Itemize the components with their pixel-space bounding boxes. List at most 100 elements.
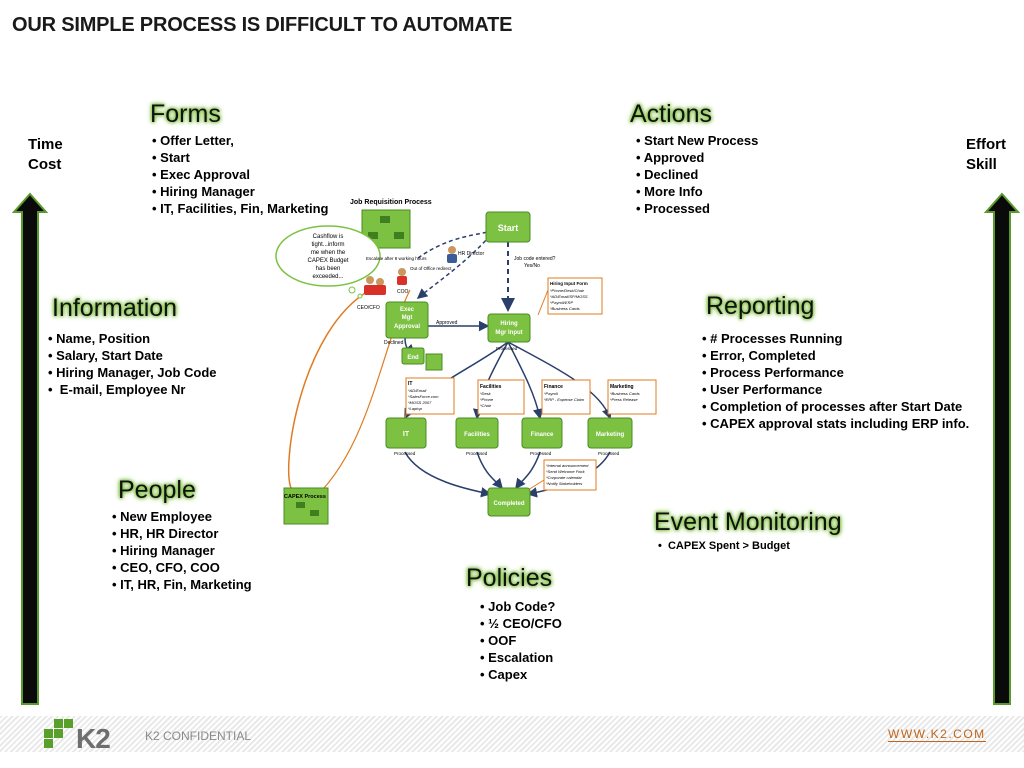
it-node: IT [385,417,427,449]
box-item: *Chair [480,403,492,408]
list-item: ½ CEO/CFO [480,615,562,632]
hr-director-label: HR Director [458,251,484,257]
escalate-label: Escalate after 8 working hours [366,256,427,261]
forms-list: Offer Letter, Start Exec Approval Hiring… [152,132,329,217]
list-item: CAPEX approval stats including ERP info. [702,415,969,432]
approved-label: Approved [436,320,458,326]
effort-skill-label: Effort Skill [966,135,1006,175]
hiring-form-box: Hiring Input Form *Phone/Desk/Chair *AD/… [547,277,603,315]
end-label: End [407,355,419,361]
list-item: Job Code? [480,598,562,615]
exec-approval-node: Exec Mgt Approval [385,301,429,339]
information-list: Name, Position Salary, Start Date Hiring… [48,330,217,398]
event-monitoring-heading: Event Monitoring [654,508,842,536]
cloud-text: exceeded... [312,274,343,280]
flow-arrow [507,341,544,420]
list-item: HR, HR Director [112,525,252,542]
diagram-title: Job Requisition Process [350,199,432,206]
people-list: New Employee HR, HR Director Hiring Mana… [112,508,252,593]
actions-heading: Actions [630,100,712,128]
capex-process-node: CAPEX Process [283,487,329,525]
list-item: Declined [636,166,758,183]
list-item: Hiring Manager [152,183,329,200]
flow-arrow [476,451,503,490]
k2-logo-text: K2 [76,723,111,754]
list-item: OOF [480,632,562,649]
box-item: *Business Cards [610,391,640,396]
flow-arrow [404,451,492,498]
box-item: *Payroll/ERP [550,300,573,305]
list-item: Start New Process [636,132,758,149]
time-cost-label: Time Cost [28,135,63,175]
workflow-diagram: Job Requisition Process Cashflow is tigh… [275,199,657,525]
website-link[interactable]: WWW.K2.COM [888,727,986,742]
ceo-cfo-label: CEO/CFO [357,305,380,311]
completion-box: *Internal announcement *Send Welcome Pac… [543,459,597,491]
list-item: Hiring Manager [112,542,252,559]
start-label: Start [498,223,519,233]
processed-label: Processed [496,346,518,351]
hiring-label: Mgr Input [495,330,522,336]
list-item: Salary, Start Date [48,347,217,364]
list-item: Error, Completed [702,347,969,364]
box-title: Finance [544,384,563,390]
box-item: *Laptop [408,406,423,411]
facilities-node: Facilities [455,417,499,449]
list-item: IT, Facilities, Fin, Marketing [152,200,328,217]
list-item: Processed [636,200,758,217]
box-item: *Business Cards [550,306,580,311]
coo-label: COO [397,289,409,295]
box-item: *Phone/Desk/Chair [550,288,585,293]
policies-list: Job Code? ½ CEO/CFO OOF Escalation Capex [480,598,562,683]
ceo-cfo-icon [364,276,386,295]
list-item: E-mail, Employee Nr [48,381,217,398]
processed-label: Processed [466,451,488,456]
box-title: IT [408,381,412,387]
capex-label: CAPEX Process [284,494,326,500]
exec-label: Approval [394,324,420,330]
list-item: Completion of processes after Start Date [702,398,969,415]
box-item: *AD/Email/SP/MOSS [550,294,588,299]
box-item: *Notify Stakeholders [546,481,582,486]
cashflow-cloud: Cashflow is tight...inform me when the C… [275,225,381,299]
list-item: Approved [636,149,758,166]
completed-node: Completed [487,487,531,517]
ceo-capex-curve [287,289,371,491]
people-heading: People [118,476,196,504]
list-item: Exec Approval [152,166,329,183]
box-title: Marketing [610,384,634,390]
skill-label: Skill [966,156,997,173]
list-item: # Processes Running [702,330,969,347]
list-item: Capex [480,666,562,683]
list-item: Offer Letter, [152,132,329,149]
cost-label: Cost [28,156,62,173]
actions-list: Start New Process Approved Declined More… [636,132,759,217]
box-item: *Internal announcement [546,463,589,468]
list-item: CEO, CFO, COO [112,559,252,576]
declined-label: Declined [384,340,404,346]
marketing-node: Marketing [587,417,633,449]
box-item: *Desk [480,391,492,396]
exec-label: Exec [400,307,415,313]
time-label: Time [28,136,63,153]
annotation-connector [527,479,545,491]
it-label: IT [403,431,410,438]
cloud-text: has been [316,266,341,272]
list-item: IT, HR, Fin, Marketing [112,576,251,593]
hiring-label: Hiring [500,321,518,327]
box-item: *AD/Email [408,388,426,393]
box-item: *ERP - Expense Claim [544,397,585,402]
box-item: *MOSS 2007 [408,400,432,405]
list-item: User Performance [702,381,969,398]
coo-icon [397,268,407,285]
list-item: CAPEX Spent > Budget [658,539,790,554]
completed-label: Completed [493,501,524,507]
cloud-text: tight...inform [311,242,344,248]
event-monitoring-list: CAPEX Spent > Budget [658,539,790,554]
effort-label: Effort [966,136,1006,153]
hr-director-icon [447,246,457,263]
it-box: IT *AD/Email *SalesForce.com *MOSS 2007 … [405,377,455,415]
finance-node: Finance [521,417,563,449]
processed-label: Processed [598,451,620,456]
confidential-label: K2 CONFIDENTIAL [145,729,252,743]
